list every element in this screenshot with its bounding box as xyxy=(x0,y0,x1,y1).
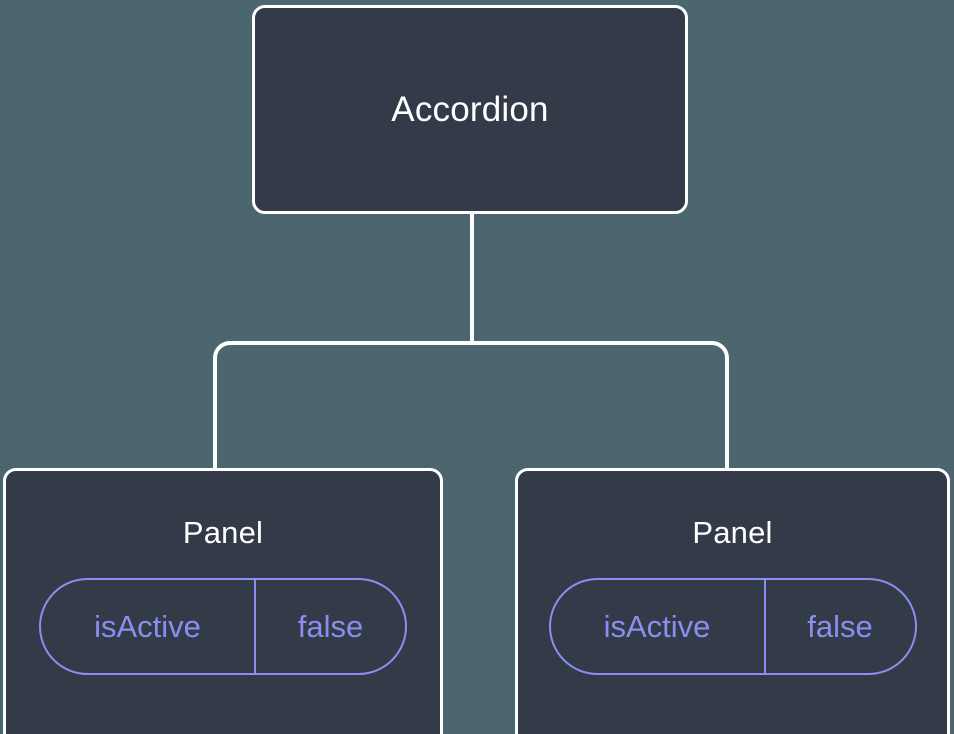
edge-root-to-panel-right xyxy=(472,341,729,470)
node-panel-2-prop-key: isActive xyxy=(551,580,766,673)
node-panel-2-prop-value: false xyxy=(807,609,873,644)
node-panel-1-prop-pill[interactable]: isActive false xyxy=(39,578,407,675)
node-panel-1-prop-value: false xyxy=(297,609,364,644)
node-accordion[interactable]: Accordion xyxy=(252,5,688,214)
node-panel-1[interactable]: Panel isActive false xyxy=(3,468,443,734)
node-panel-2[interactable]: Panel isActive false xyxy=(515,468,950,734)
node-panel-1-prop-key: isActive xyxy=(41,580,256,673)
node-panel-2-prop-pill[interactable]: isActive false xyxy=(548,578,917,675)
edge-root-to-panel-left xyxy=(213,341,472,470)
node-accordion-title: Accordion xyxy=(391,90,549,129)
node-panel-1-title: Panel xyxy=(182,515,264,550)
node-panel-2-title: Panel xyxy=(692,515,773,550)
